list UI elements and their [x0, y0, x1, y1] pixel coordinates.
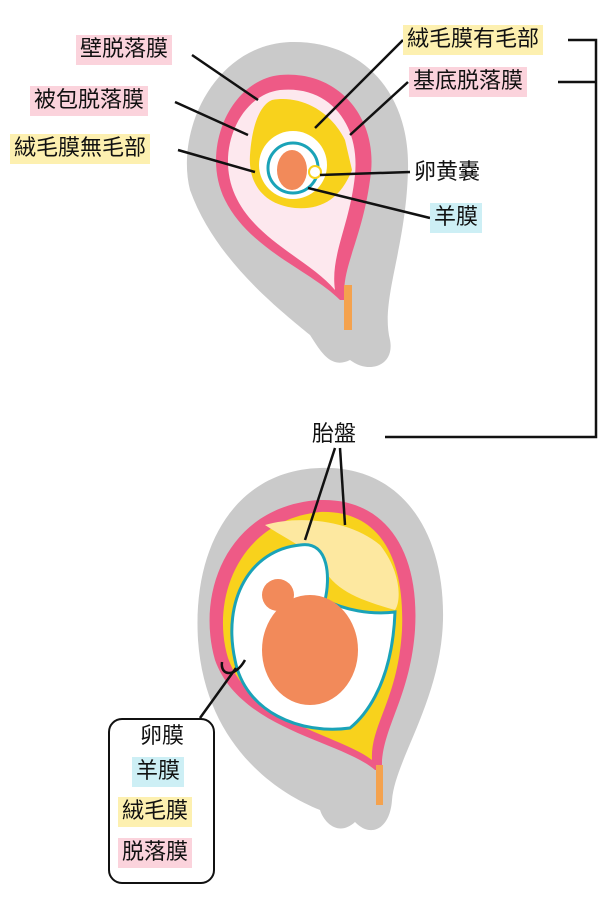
membrane-decidua: 脱落膜 [118, 838, 193, 868]
label-placenta: 胎盤 [312, 422, 357, 447]
label-chorion-frondosum: 絨毛膜有毛部 [403, 25, 544, 55]
early-uterus [186, 41, 409, 368]
label-capsular-decidua: 被包脱落膜 [30, 86, 149, 116]
label-chorion-laeve: 絨毛膜無毛部 [10, 134, 151, 164]
label-parietal-decidua: 壁脱落膜 [76, 35, 173, 65]
membrane-chorion: 絨毛膜 [118, 797, 193, 827]
late-uterus [197, 467, 444, 831]
leader-lines [174, 38, 598, 719]
label-yolk-sac: 卵黄嚢 [414, 160, 481, 185]
label-fetal-membranes: 卵膜 [136, 722, 189, 752]
membrane-amnion: 羊膜 [132, 757, 185, 787]
label-amnion: 羊膜 [430, 203, 483, 233]
label-basal-decidua: 基底脱落膜 [409, 67, 528, 97]
